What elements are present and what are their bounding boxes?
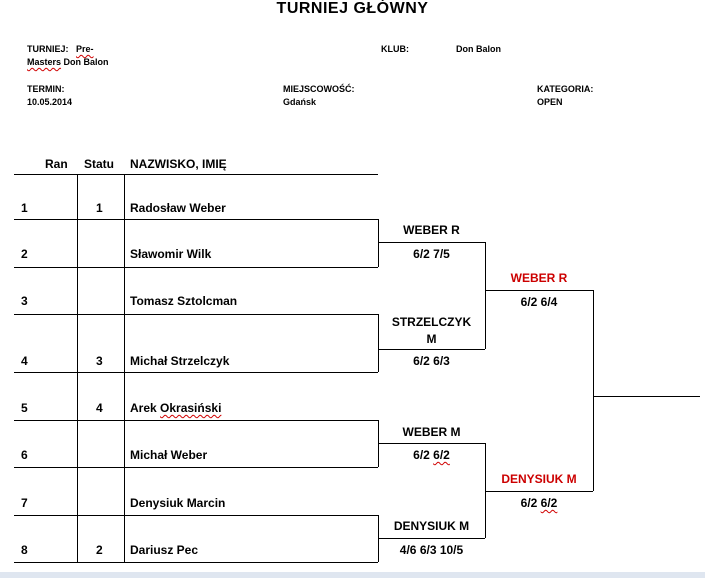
row-rank: 5 — [21, 401, 28, 415]
row-divider — [14, 372, 378, 373]
bracket-line — [378, 538, 485, 539]
bracket-line — [378, 242, 485, 243]
row-rank: 6 — [21, 448, 28, 462]
row-name: Sławomir Wilk — [130, 247, 212, 261]
klub-value: Don Balon — [456, 44, 501, 54]
row-name: Denysiuk Marcin — [130, 496, 226, 510]
kategoria-label: KATEGORIA: — [537, 84, 594, 94]
bracket-line — [378, 349, 485, 350]
row-rank: 2 — [21, 247, 28, 261]
match-winner: WEBER M — [402, 425, 461, 439]
bracket-line — [593, 290, 594, 491]
match-score: 6/2 7/5 — [413, 247, 450, 261]
miejscowosc-value: Gdańsk — [283, 97, 317, 107]
match-score: 6/2 6/2 — [413, 448, 450, 462]
row-divider — [14, 420, 378, 421]
status-column-divider — [124, 174, 125, 562]
bracket-line — [378, 443, 485, 444]
row-rank: 4 — [21, 354, 28, 368]
row-name: Radosław Weber — [130, 201, 226, 215]
rank-column-divider — [77, 174, 78, 562]
bracket-line — [485, 491, 593, 492]
bracket-line — [485, 290, 593, 291]
row-divider — [14, 562, 378, 563]
window-bottom-edge — [0, 572, 705, 578]
row-rank: 1 — [21, 201, 28, 215]
match-score: 6/2 6/3 — [413, 354, 450, 368]
column-header-rank: Ran — [45, 157, 68, 171]
row-divider — [14, 467, 378, 468]
row-rank: 3 — [21, 294, 28, 308]
bracket-line — [593, 396, 700, 397]
row-status: 2 — [96, 543, 103, 557]
semifinal-score: 6/2 6/4 — [520, 295, 558, 309]
match-winner: DENYSIUK M — [393, 519, 470, 533]
turniej-value-line2: Masters Don Balon — [27, 57, 109, 67]
row-divider — [14, 219, 378, 220]
match-winner: STRZELCZYK — [391, 315, 472, 329]
match-winner-line2: M — [426, 332, 437, 346]
row-name: Michał Weber — [130, 448, 208, 462]
kategoria-value: OPEN — [537, 97, 563, 107]
turniej-value-line1: Pre- — [76, 44, 94, 54]
bracket-line — [378, 314, 379, 372]
table-header-rule — [14, 174, 378, 175]
row-divider — [14, 314, 378, 315]
row-name: Arek Okrasiński — [130, 401, 222, 415]
column-header-status: Statu — [84, 157, 114, 171]
turniej-label: TURNIEJ: — [27, 44, 69, 54]
row-rank: 8 — [21, 543, 28, 557]
termin-value: 10.05.2014 — [27, 97, 73, 107]
bracket-line — [378, 219, 379, 267]
bracket-line — [485, 443, 486, 538]
row-divider — [14, 515, 378, 516]
termin-label: TERMIN: — [27, 84, 65, 94]
row-divider — [14, 267, 378, 268]
row-status: 1 — [96, 201, 103, 215]
semifinal-winner: DENYSIUK M — [501, 472, 577, 486]
row-rank: 7 — [21, 496, 28, 510]
semifinal-winner: WEBER R — [510, 271, 568, 285]
klub-label: KLUB: — [381, 44, 409, 54]
row-name: Tomasz Sztolcman — [130, 294, 238, 308]
page-title: TURNIEJ GŁÓWNY — [276, 0, 429, 17]
bracket-line — [485, 242, 486, 349]
semifinal-score: 6/2 6/2 — [520, 496, 558, 510]
row-status: 4 — [96, 401, 103, 415]
column-header-name: NAZWISKO, IMIĘ — [130, 157, 227, 171]
row-name: Dariusz Pec — [130, 543, 199, 557]
match-winner: WEBER R — [403, 223, 460, 237]
match-score: 4/6 6/3 10/5 — [399, 543, 464, 557]
row-name: Michał Strzelczyk — [130, 354, 230, 368]
row-status: 3 — [96, 354, 103, 368]
miejscowosc-label: MIEJSCOWOŚĆ: — [283, 84, 355, 94]
